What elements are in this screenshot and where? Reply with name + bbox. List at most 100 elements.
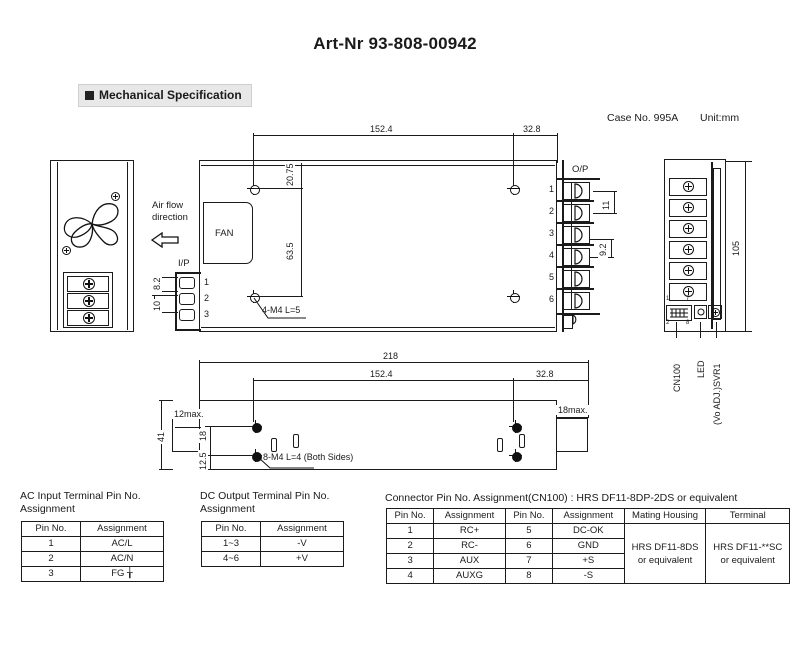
bullet-square-icon: [85, 91, 94, 100]
op-terminal-slot-1: [563, 182, 590, 200]
cn-header-mating-housing: Mating Housing: [623, 508, 707, 524]
dim-12max-line: [175, 427, 201, 428]
bottom-vent-slot-4: [519, 434, 525, 448]
cn-row-3-pin-a: 3: [385, 553, 435, 569]
fan-side-inner-line-right: [127, 162, 128, 330]
dc-output-table-title: DC Output Terminal Pin No. Assignment: [200, 490, 330, 515]
cn100-pin-grid-icon: [670, 308, 688, 318]
dim-218-ext-left: [199, 360, 200, 400]
table-header-row: Pin No. Assignment Pin No. Assignment Ma…: [385, 508, 790, 524]
dim-32-8-line: [513, 135, 557, 136]
dim-12-5-text: 12.5: [198, 450, 208, 472]
right-terminal-screw-5: [683, 265, 694, 276]
unit-label: Unit:mm: [700, 112, 740, 124]
op-label: O/P: [572, 164, 589, 175]
dc-row-2-assignment: +V: [260, 551, 344, 567]
cn100-pin-label-2: 2: [666, 320, 670, 326]
op-terminal-divider: [571, 182, 572, 310]
ip-pin-slot-2: [179, 293, 195, 305]
cn-row-4-assign-a: AUXG: [433, 568, 506, 584]
right-terminal-4: [669, 241, 707, 259]
dim-11-ext-bottom: [593, 213, 617, 214]
case-number-label: Case No. 995A: [607, 112, 679, 124]
dim-bot-152-4-text: 152.4: [368, 369, 395, 379]
dim-105-line: [745, 161, 746, 331]
cn-row-2-pin-b: 6: [504, 538, 554, 554]
ac-row-3-assignment: FG ╁: [80, 566, 164, 582]
cn-row-4-pin-b: 8: [504, 568, 554, 584]
ac-row-3-pin: 3: [21, 566, 81, 582]
dim-218-ext-right: [588, 360, 589, 418]
ac-header-pin-no: Pin No.: [21, 521, 81, 537]
ip-pin-slot-3: [179, 309, 195, 321]
connector-table-title: Connector Pin No. Assignment(CN100) : HR…: [385, 492, 738, 504]
op-terminal-slot-4: [563, 248, 590, 266]
dim-152-4-ext-left: [253, 133, 254, 185]
op-sep-3: [556, 244, 594, 246]
ip-block-top: [175, 272, 201, 274]
fan-housing-outline: [203, 202, 253, 264]
dim-18max-text: 18max.: [556, 405, 590, 415]
dc-row-2-pin: 4~6: [201, 551, 261, 567]
dim-105-ext-bottom: [726, 331, 752, 332]
cn-row-3-assign-a: AUX: [433, 553, 506, 569]
fan-label: FAN: [215, 228, 234, 239]
table-row: 3 AUX 7 +S: [385, 553, 790, 569]
bottom-ip-protrusion: [172, 418, 200, 452]
ac-row-1-pin: 1: [21, 536, 81, 552]
cn-header-pin-no-2: Pin No.: [504, 508, 554, 524]
dim-63-5-text: 63.5: [285, 240, 295, 262]
cn-header-assignment-1: Assignment: [433, 508, 506, 524]
right-view-outline: [664, 159, 726, 332]
table-row: 2 AC/N: [21, 551, 164, 567]
svr1-pot-body: [708, 305, 722, 319]
ip-pin-slot-1: [179, 277, 195, 289]
dim-9-2-ext-top: [590, 239, 614, 240]
dim-9-2-text: 9.2: [598, 241, 608, 258]
dim-105-text: 105: [731, 238, 741, 258]
bottom-screw-hole-3: [509, 420, 522, 433]
ac-header-assignment: Assignment: [80, 521, 164, 537]
air-flow-label-line1: Air flow: [152, 200, 184, 211]
bottom-screw-hole-4: [509, 449, 522, 462]
ac-terminal-block: [63, 272, 113, 328]
cn-terminal-value: HRS DF11-**SC or equivalent: [705, 523, 790, 584]
cn100-pin-label-7: 7: [686, 296, 690, 302]
screw-note-bottom-label: 8-M4 L=4 (Both Sides): [263, 452, 354, 462]
right-terminal-3: [669, 220, 707, 238]
cn-row-1-assign-b: DC-OK: [552, 523, 625, 539]
top-view-screw-hole-3: [247, 290, 260, 303]
bottom-op-protrusion: [556, 418, 588, 452]
cn-row-2-pin-a: 2: [385, 538, 435, 554]
dc-header-assignment: Assignment: [260, 521, 344, 537]
op-terminal-slot-3: [563, 226, 590, 244]
dim-218-text: 218: [381, 351, 401, 361]
cn-header-pin-no-1: Pin No.: [385, 508, 435, 524]
dim-20-75-text: 20.75: [285, 161, 295, 188]
op-pin-number-1: 1: [549, 184, 555, 194]
dim-8-2-upper-ext: [152, 277, 178, 278]
op-bar-bottom: [556, 313, 600, 315]
dim-63-5-ext-bottom: [255, 296, 303, 297]
screw-note-top-label: 4-M4 L=5: [262, 305, 301, 315]
fan-screw-bottom-left: [62, 246, 71, 255]
ac-row-2-assignment: AC/N: [80, 551, 164, 567]
svr1-leader: [716, 322, 717, 338]
right-terminal-6: [669, 283, 707, 301]
dim-bot-152-4-ext-left: [253, 378, 254, 422]
ac-terminal-screw-1: [83, 278, 95, 290]
dim-bot-32-8-line: [513, 380, 588, 381]
op-sep-1: [556, 200, 594, 202]
fan-screw-top-right: [111, 192, 120, 201]
right-terminal-5: [669, 262, 707, 280]
fan-side-outline: [50, 160, 134, 332]
top-view-inner-line-bottom: [201, 327, 555, 328]
right-terminal-screw-4: [683, 244, 694, 255]
bottom-screw-hole-1: [249, 420, 262, 433]
right-view-rail: [713, 168, 721, 320]
top-view-outline: [199, 160, 557, 332]
dim-bot-152-4-line: [253, 380, 513, 381]
op-sep-4: [556, 266, 594, 268]
dim-18-text: 18: [198, 428, 208, 443]
svr1-adjust-screw: [711, 308, 720, 317]
